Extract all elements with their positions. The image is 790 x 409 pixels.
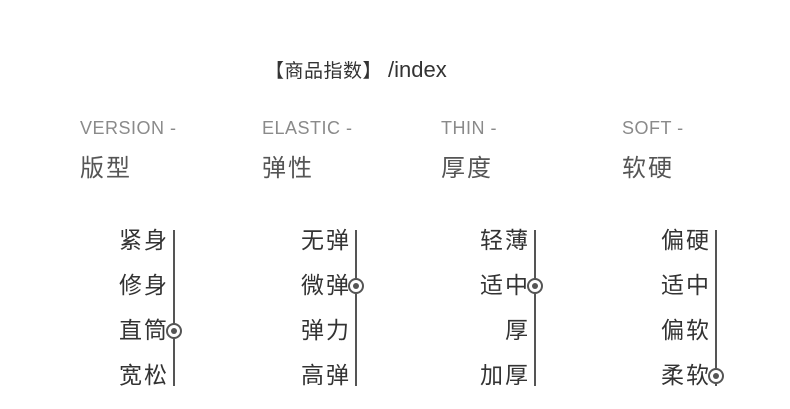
level-label: 修身 <box>119 273 169 299</box>
level-label: 高弹 <box>301 363 351 389</box>
level-label: 偏硬 <box>661 228 711 254</box>
level-marker-icon <box>348 278 364 294</box>
column-version: VERSION - 版型 紧身 修身 直筒 宽松 <box>80 118 260 389</box>
level-label: 厚 <box>505 318 530 344</box>
level-label: 紧身 <box>119 228 169 254</box>
level-marker-icon <box>708 368 724 384</box>
level-scale: 偏硬 适中 偏软 柔软 <box>622 226 742 394</box>
scale-track <box>173 230 175 386</box>
scale-track <box>715 230 717 386</box>
level-label: 偏软 <box>661 318 711 344</box>
level-label: 直筒 <box>119 318 169 344</box>
level-label: 柔软 <box>661 363 711 389</box>
level-scale: 无弹 微弹 弹力 高弹 <box>262 226 382 394</box>
index-title: 【商品指数】 /index <box>265 56 447 86</box>
level-scale: 紧身 修身 直筒 宽松 <box>80 226 200 394</box>
level-label: 微弹 <box>301 273 351 299</box>
level-label: 加厚 <box>480 363 530 389</box>
level-label: 轻薄 <box>480 228 530 254</box>
level-label: 适中 <box>661 273 711 299</box>
column-cn-label: 软硬 <box>622 154 674 182</box>
level-scale: 轻薄 适中 厚 加厚 <box>441 226 561 394</box>
level-label: 弹力 <box>301 318 351 344</box>
title-en: /index <box>388 57 447 82</box>
column-cn-label: 弹性 <box>262 154 314 182</box>
scale-track <box>355 230 357 386</box>
column-en-label: SOFT - <box>622 118 684 138</box>
column-en-label: ELASTIC - <box>262 118 353 138</box>
level-marker-icon <box>166 323 182 339</box>
column-cn-label: 版型 <box>80 154 132 182</box>
level-label: 适中 <box>480 273 530 299</box>
column-en-label: THIN - <box>441 118 497 138</box>
scale-track <box>534 230 536 386</box>
title-cn: 【商品指数】 <box>265 60 383 82</box>
column-en-label: VERSION - <box>80 118 177 138</box>
level-label: 无弹 <box>301 228 351 254</box>
column-elastic: ELASTIC - 弹性 无弹 微弹 弹力 高弹 <box>262 118 442 389</box>
column-cn-label: 厚度 <box>441 154 493 182</box>
column-soft: SOFT - 软硬 偏硬 适中 偏软 柔软 <box>622 118 790 389</box>
level-label: 宽松 <box>119 363 169 389</box>
level-marker-icon <box>527 278 543 294</box>
column-thin: THIN - 厚度 轻薄 适中 厚 加厚 <box>441 118 621 389</box>
